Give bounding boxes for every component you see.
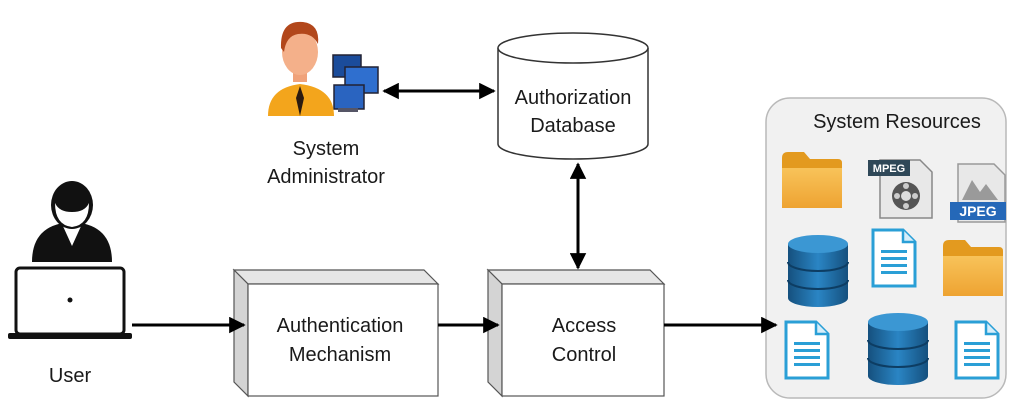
mpeg-file-icon: MPEG	[868, 159, 933, 219]
sysadmin-label-line-1: System	[293, 138, 360, 160]
jpeg-file-icon: JPEG	[950, 163, 1006, 223]
resources-title: System Resources	[813, 111, 981, 133]
administrator-icon	[268, 21, 379, 116]
authmech-label-line-2: Mechanism	[289, 344, 391, 366]
database-icon	[867, 312, 929, 386]
document-icon	[871, 228, 917, 288]
user-laptop-icon	[8, 181, 132, 339]
access-control-node	[486, 268, 666, 398]
user-label: User	[49, 365, 92, 387]
folder-icon	[782, 152, 842, 208]
mpeg-badge: MPEG	[873, 163, 905, 175]
access-label-line-2: Control	[552, 344, 616, 366]
jpeg-badge: JPEG	[959, 203, 996, 219]
access-label-line-1: Access	[552, 315, 616, 337]
authmech-label-line-1: Authentication	[277, 315, 404, 337]
authdb-label-line-1: Authorization	[515, 87, 632, 109]
folder-icon	[943, 240, 1003, 296]
sysadmin-label-line-2: Administrator	[267, 166, 385, 188]
authorization-database-node	[497, 32, 649, 160]
authentication-mechanism-node	[232, 268, 440, 398]
document-icon	[954, 320, 1000, 380]
document-icon	[784, 320, 830, 380]
database-icon	[787, 234, 849, 308]
authdb-label-line-2: Database	[530, 115, 616, 137]
